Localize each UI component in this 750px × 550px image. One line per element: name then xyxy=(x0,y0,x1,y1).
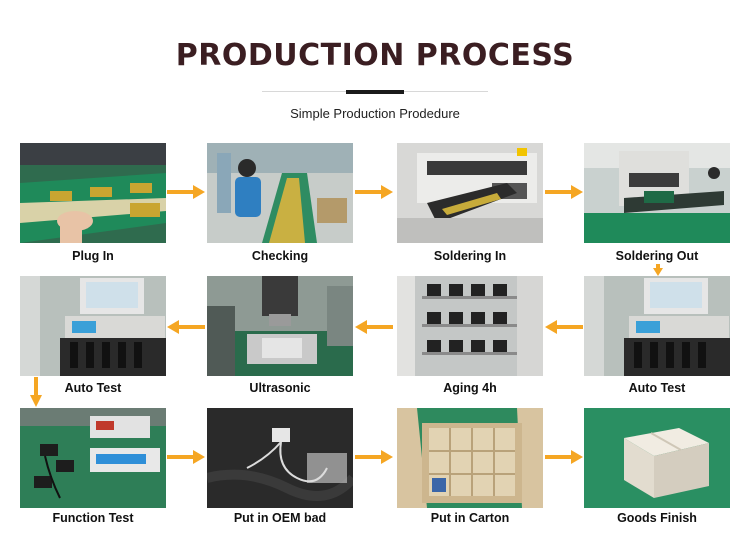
arrow-right-icon xyxy=(167,450,205,464)
arrow-left-icon xyxy=(545,320,583,334)
title-divider-accent xyxy=(346,90,404,94)
plug-in-photo xyxy=(20,143,166,243)
carton-open-photo xyxy=(397,408,543,508)
oem-bag-photo xyxy=(207,408,353,508)
step-label: Put in Carton xyxy=(430,511,510,525)
auto-test-photo xyxy=(584,276,730,376)
arrow-left-icon xyxy=(167,320,205,334)
step-label: Aging 4h xyxy=(443,381,497,395)
arrow-right-icon xyxy=(355,450,393,464)
soldering-in-photo xyxy=(397,143,543,243)
arrow-right-icon xyxy=(355,185,393,199)
arrow-right-icon xyxy=(167,185,205,199)
arrow-down-icon xyxy=(653,264,663,276)
aging-photo xyxy=(397,276,543,376)
auto-test-photo xyxy=(20,276,166,376)
arrow-left-icon xyxy=(355,320,393,334)
step-label: Auto Test xyxy=(628,381,686,395)
step-label: Put in OEM bad xyxy=(233,511,327,525)
page-subtitle: Simple Production Prodedure xyxy=(290,106,460,121)
step-label: Checking xyxy=(251,249,309,263)
step-label: Soldering Out xyxy=(615,249,699,263)
step-label: Auto Test xyxy=(64,381,122,395)
arrow-down-icon xyxy=(30,377,42,407)
soldering-out-photo xyxy=(584,143,730,243)
step-label: Soldering In xyxy=(433,249,507,263)
ultrasonic-photo xyxy=(207,276,353,376)
carton-closed-photo xyxy=(584,408,730,508)
function-test-photo xyxy=(20,408,166,508)
arrow-right-icon xyxy=(545,450,583,464)
step-label: Ultrasonic xyxy=(249,381,311,395)
page-title: PRODUCTION PROCESS xyxy=(175,38,575,73)
step-label: Goods Finish xyxy=(617,511,697,525)
step-label: Plug In xyxy=(72,249,114,263)
checking-photo xyxy=(207,143,353,243)
arrow-right-icon xyxy=(545,185,583,199)
step-label: Function Test xyxy=(52,511,134,525)
